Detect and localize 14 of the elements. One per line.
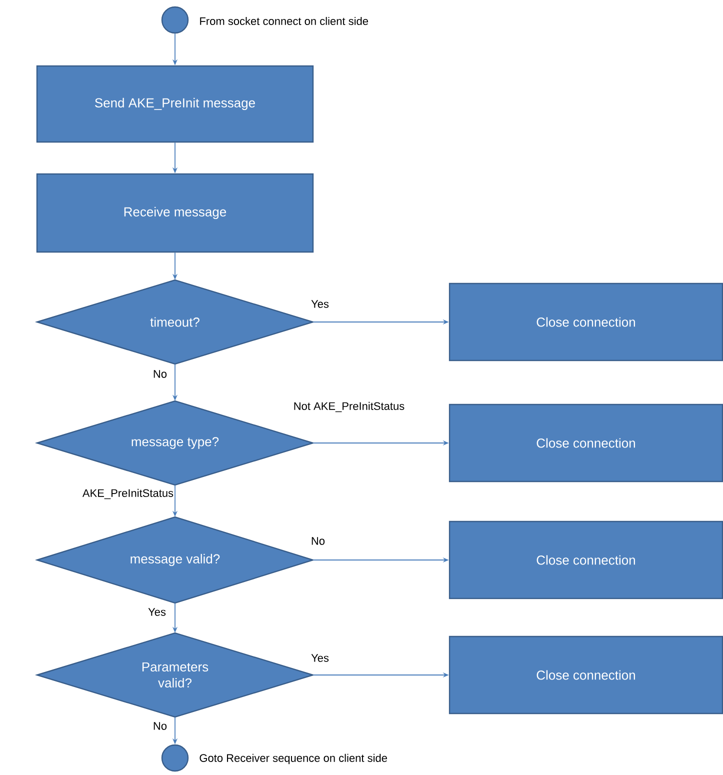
process-box: Send AKE_PreInit message xyxy=(36,65,314,143)
edge-label: No xyxy=(152,721,168,731)
process-box: Close connection xyxy=(448,636,723,714)
process-box: Receive message xyxy=(36,173,314,253)
process-box: Close connection xyxy=(448,404,723,482)
node-caption: Goto Receiver sequence on client side xyxy=(200,754,388,764)
edge-label: AKE_PreInitStatus xyxy=(81,488,175,500)
edge-label: No xyxy=(152,369,168,379)
start-end-circle xyxy=(161,6,189,34)
node-caption: From socket connect on client side xyxy=(200,16,368,26)
start-end-circle xyxy=(161,744,189,772)
process-box: Close connection xyxy=(448,520,723,600)
process-box: Close connection xyxy=(448,282,723,362)
edge-label: Yes xyxy=(147,607,167,617)
